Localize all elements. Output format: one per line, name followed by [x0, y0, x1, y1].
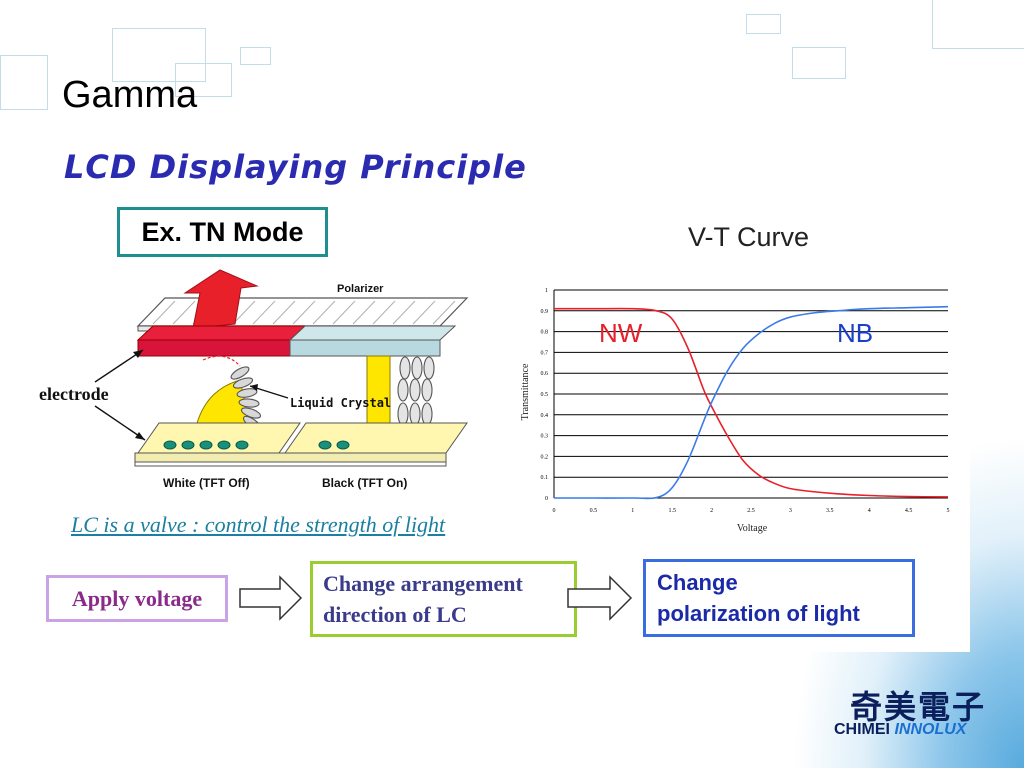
change-polarization-line1: Change: [657, 570, 738, 595]
brand-innolux: INNOLUX: [894, 721, 967, 738]
x-tick-label: 0: [553, 508, 556, 514]
y-tick-label: 0.8: [541, 330, 549, 336]
decor-rect: [175, 63, 232, 97]
vt-curve-chart: 0 0.5 1 1.5 2 2.5 3 3.5 4 4.5 5 0 0.1 0.2 0.3 0.4 0.5 0.…: [520, 288, 950, 534]
tn-mode-illustration: Polarizer electrode Liquid Cry: [39, 269, 469, 490]
y-tick-label: 0.2: [541, 454, 549, 460]
y-tick-label: 0.1: [541, 475, 549, 481]
y-tick-label: 0: [545, 496, 548, 502]
x-tick-label: 1.5: [668, 508, 676, 514]
x-axis-label: Voltage: [737, 523, 768, 534]
y-tick-label: 0.3: [541, 434, 549, 440]
x-tick-label: 2: [710, 508, 713, 514]
decor-rect: [932, 0, 1024, 49]
brand-chimei: CHIMEI: [834, 721, 895, 738]
y-tick-label: 0.9: [541, 309, 549, 315]
change-arrangement-line1: Change arrangement: [323, 571, 523, 596]
x-tick-label: 0.5: [590, 508, 598, 514]
x-tick-label: 4.5: [905, 508, 913, 514]
decor-rect: [792, 47, 846, 79]
change-arrangement-line2: direction of LC: [323, 602, 467, 627]
flow-arrow-icon: [567, 575, 633, 621]
change-arrangement-box: Change arrangement direction of LC: [310, 561, 577, 637]
nb-series-label: NB: [837, 318, 873, 348]
decor-rect: [746, 14, 781, 34]
y-tick-label: 0.6: [541, 371, 549, 377]
light-arrow-icon: [183, 269, 259, 329]
brand-english-name: CHIMEI INNOLUX: [834, 721, 966, 739]
upper-electrode-white: [136, 325, 307, 341]
x-tick-label: 1: [631, 508, 634, 514]
polarizer-label: Polarizer: [337, 283, 384, 295]
y-tick-label: 0.5: [541, 392, 549, 398]
x-tick-label: 3.5: [826, 508, 834, 514]
apply-voltage-box: Apply voltage: [46, 575, 228, 622]
brand-chinese-name: 奇美電子: [850, 688, 987, 726]
flow-arrow-icon: [239, 575, 303, 621]
upper-electrode-black: [288, 325, 457, 341]
vt-curve-title: V-T Curve: [688, 222, 810, 252]
white-tft-off-label: White (TFT Off): [163, 476, 250, 490]
x-tick-label: 3: [789, 508, 792, 514]
slide-title: Gamma: [62, 74, 198, 116]
nw-series-label: NW: [599, 318, 643, 348]
y-tick-label: 0.7: [541, 350, 549, 356]
x-tick-label: 5: [947, 508, 950, 514]
decor-rect: [112, 28, 206, 82]
y-tick-label: 0.4: [541, 413, 549, 419]
tn-mode-label-box: Ex. TN Mode: [117, 207, 328, 257]
change-polarization-line2: polarization of light: [657, 601, 860, 626]
electrode-dots: [163, 440, 350, 450]
apply-voltage-text: Apply voltage: [71, 585, 203, 611]
series-line-nb: [554, 305, 949, 500]
black-tft-on-label: Black (TFT On): [322, 476, 407, 490]
x-tick-label: 2.5: [747, 508, 755, 514]
y-axis-label: Transmittance: [520, 363, 531, 420]
decor-rect: [0, 55, 48, 110]
series-line-nw: [553, 307, 949, 498]
lc-valve-caption: LC is a valve : control the strength of …: [71, 512, 446, 537]
x-tick-label: 4: [868, 508, 871, 514]
section-heading: LCD Displaying Principle: [64, 148, 527, 186]
electrode-label: electrode: [39, 384, 109, 404]
change-polarization-box: Change polarization of light: [643, 559, 915, 637]
y-tick-label: 1: [545, 288, 548, 294]
liquid-crystal-label: Liquid Crystal: [290, 396, 391, 410]
decor-rect: [240, 47, 271, 65]
